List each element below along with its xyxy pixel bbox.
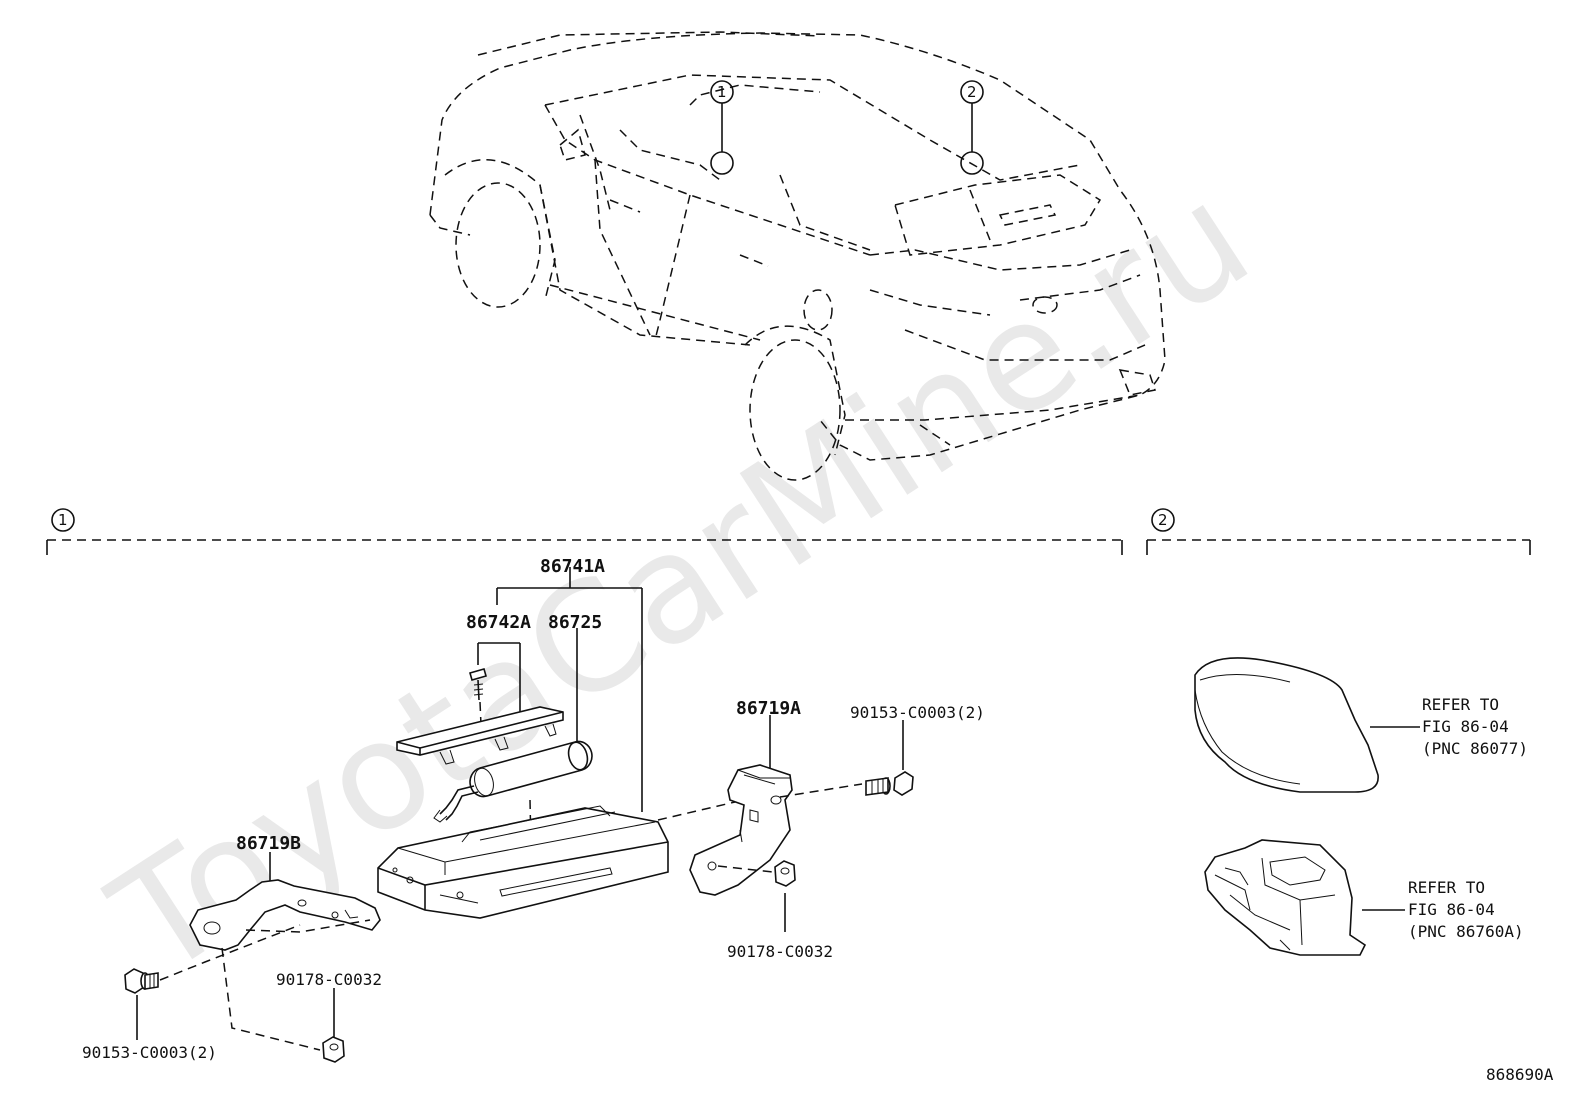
refer-to-lower: REFER TO FIG 86-04 (PNC 86760A) xyxy=(1408,878,1524,941)
svg-text:(PNC 86760A): (PNC 86760A) xyxy=(1408,922,1524,941)
antenna-86077 xyxy=(1194,657,1379,793)
bracket-86719b xyxy=(189,879,381,951)
svg-text:FIG 86-04: FIG 86-04 xyxy=(1422,717,1509,736)
label-86719b: 86719B xyxy=(236,833,301,854)
label-bolt-right: 90153-C0003(2) xyxy=(850,703,985,722)
bracket-86719a xyxy=(689,764,793,896)
location-marker-1: 1 xyxy=(710,80,734,175)
label-86741a: 86741A xyxy=(540,556,605,577)
battery-86725 xyxy=(433,740,593,849)
label-86725: 86725 xyxy=(548,612,602,633)
label-nut-right: 90178-C0032 xyxy=(727,942,833,961)
group-1-bracket: 1 xyxy=(46,508,1123,555)
svg-text:1: 1 xyxy=(58,511,68,529)
assembly-lines xyxy=(159,783,863,1051)
leader-lines xyxy=(136,567,1420,1040)
svg-text:2: 2 xyxy=(1158,511,1168,529)
bolt-left xyxy=(124,968,159,994)
cover-86742a xyxy=(396,706,564,765)
label-bolt-left: 90153-C0003(2) xyxy=(82,1043,217,1062)
label-86742a: 86742A xyxy=(466,612,531,633)
module-86760a xyxy=(1204,839,1367,956)
bolt-right xyxy=(865,771,914,796)
svg-text:REFER TO: REFER TO xyxy=(1408,878,1485,897)
nut-right xyxy=(774,860,796,887)
svg-text:FIG 86-04: FIG 86-04 xyxy=(1408,900,1495,919)
vehicle-outline xyxy=(429,31,1166,481)
diagram-code: 868690A xyxy=(1486,1065,1554,1084)
svg-text:2: 2 xyxy=(967,83,977,101)
ecu-86741a xyxy=(377,805,669,919)
group-2-bracket: 2 xyxy=(1146,508,1531,555)
refer-to-upper: REFER TO FIG 86-04 (PNC 86077) xyxy=(1422,695,1528,758)
nut-left xyxy=(322,1036,345,1063)
svg-text:REFER TO: REFER TO xyxy=(1422,695,1499,714)
svg-text:(PNC 86077): (PNC 86077) xyxy=(1422,739,1528,758)
location-marker-2: 2 xyxy=(960,80,984,175)
label-86719a: 86719A xyxy=(736,698,801,719)
svg-text:1: 1 xyxy=(717,83,727,101)
label-nut-left: 90178-C0032 xyxy=(276,970,382,989)
